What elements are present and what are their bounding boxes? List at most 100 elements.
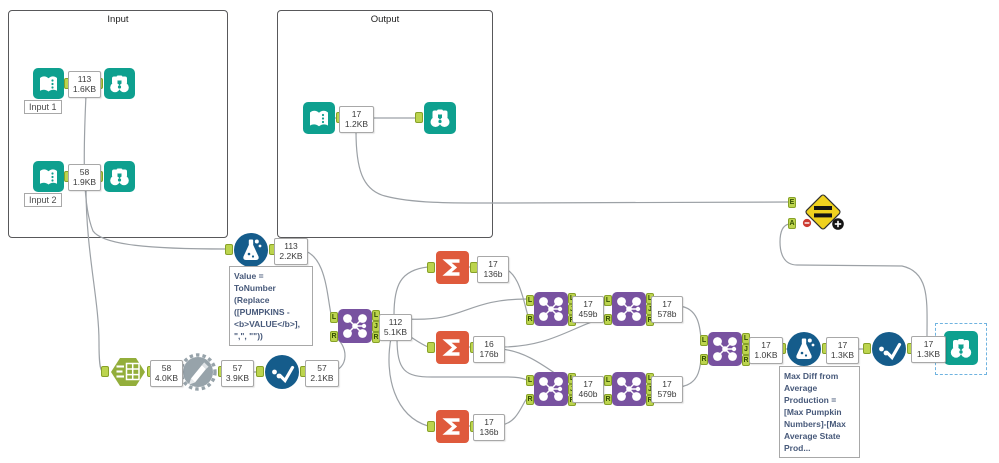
anchor-L[interactable]: L — [526, 375, 534, 386]
anchor-L[interactable]: L — [700, 335, 708, 346]
text-to-columns-tool[interactable] — [110, 354, 146, 395]
anchor-L[interactable]: L — [526, 295, 534, 306]
input-data-icon — [303, 102, 335, 134]
unique-tool-1[interactable] — [265, 355, 299, 394]
browse-icon — [424, 102, 456, 134]
anchor-in[interactable] — [427, 262, 435, 273]
anchor-L[interactable]: L — [604, 375, 612, 386]
cleanse-macro-tool[interactable] — [179, 353, 217, 396]
formula-tool-2[interactable] — [787, 332, 821, 371]
test-equal-icon — [801, 194, 844, 230]
input-data-icon — [33, 161, 64, 192]
formula-flask-icon — [787, 332, 821, 366]
browse-icon — [104, 161, 135, 192]
wire — [500, 396, 529, 426]
wire — [388, 337, 429, 427]
summarize-tool-1[interactable] — [436, 251, 469, 289]
anchor-R[interactable]: R — [526, 394, 534, 405]
unique-check-icon — [872, 332, 906, 366]
output-input-data-tool[interactable] — [303, 102, 335, 139]
text-to-columns-icon — [111, 358, 145, 386]
summarize-tool-3[interactable] — [436, 410, 469, 448]
container-output-title: Output — [370, 14, 400, 25]
browse-tool-1[interactable] — [104, 68, 135, 104]
tool-caption-input2[interactable]: Input 2 — [24, 193, 62, 207]
join-icon — [338, 309, 372, 343]
join-tool-main[interactable] — [338, 309, 372, 348]
summarize-tool-2[interactable] — [436, 331, 469, 369]
formula2-annotation[interactable]: Max Diff from Average Production = [Max … — [779, 366, 860, 459]
join-tool-c[interactable] — [612, 292, 646, 331]
unique-tool-2[interactable] — [872, 332, 906, 371]
wire — [396, 337, 528, 381]
join-icon — [708, 332, 742, 366]
input-data-tool-2[interactable] — [33, 161, 64, 197]
sigma-icon — [436, 251, 469, 284]
wire — [779, 223, 928, 337]
join-tool-e[interactable] — [708, 332, 742, 371]
wire — [393, 266, 429, 316]
formula-tool-1[interactable] — [234, 233, 268, 272]
anchor-R[interactable]: R — [604, 314, 612, 325]
anchor-L[interactable]: L — [604, 295, 612, 306]
anchor-R[interactable]: R — [330, 331, 338, 342]
anchor-in[interactable] — [256, 366, 264, 377]
anchor-in[interactable] — [225, 244, 233, 255]
wire — [85, 187, 103, 372]
formula-flask-icon — [234, 233, 268, 267]
anchor-R[interactable]: R — [604, 394, 612, 405]
join-tool-a[interactable] — [534, 292, 568, 331]
sigma-icon — [436, 410, 469, 443]
join-icon — [612, 292, 646, 326]
join-icon — [534, 372, 568, 406]
join-tool-b[interactable] — [534, 372, 568, 411]
join-tool-d[interactable] — [612, 372, 646, 411]
input-data-icon — [33, 68, 64, 99]
gear-pencil-icon — [179, 353, 217, 391]
wire — [407, 298, 528, 320]
formula1-annotation[interactable]: Value = ToNumber (Replace ([PUMPKINS - <… — [229, 266, 313, 347]
anchor-in[interactable] — [863, 343, 871, 354]
wire — [355, 130, 789, 204]
anchor-R[interactable]: R — [700, 354, 708, 365]
browse-icon — [944, 331, 978, 365]
container-input-title: Input — [107, 14, 129, 25]
anchor-in[interactable] — [427, 421, 435, 432]
anchor-in[interactable] — [427, 342, 435, 353]
anchor-L[interactable]: L — [330, 312, 338, 323]
sigma-icon — [436, 331, 469, 364]
browse-tool-2[interactable] — [104, 161, 135, 197]
anchor-in[interactable] — [101, 366, 109, 377]
output-browse-tool[interactable] — [424, 102, 456, 139]
anchor-A[interactable]: A — [788, 218, 796, 229]
anchor-in[interactable] — [415, 112, 423, 123]
tool-caption-input1[interactable]: Input 1 — [24, 100, 62, 114]
browse-tool-final[interactable] — [944, 331, 978, 370]
join-icon — [534, 292, 568, 326]
input-data-tool-1[interactable] — [33, 68, 64, 104]
join-icon — [612, 372, 646, 406]
anchor-R[interactable]: R — [526, 314, 534, 325]
test-tool[interactable] — [799, 190, 849, 243]
unique-check-icon — [265, 355, 299, 389]
browse-icon — [104, 68, 135, 99]
anchor-E[interactable]: E — [788, 197, 796, 208]
